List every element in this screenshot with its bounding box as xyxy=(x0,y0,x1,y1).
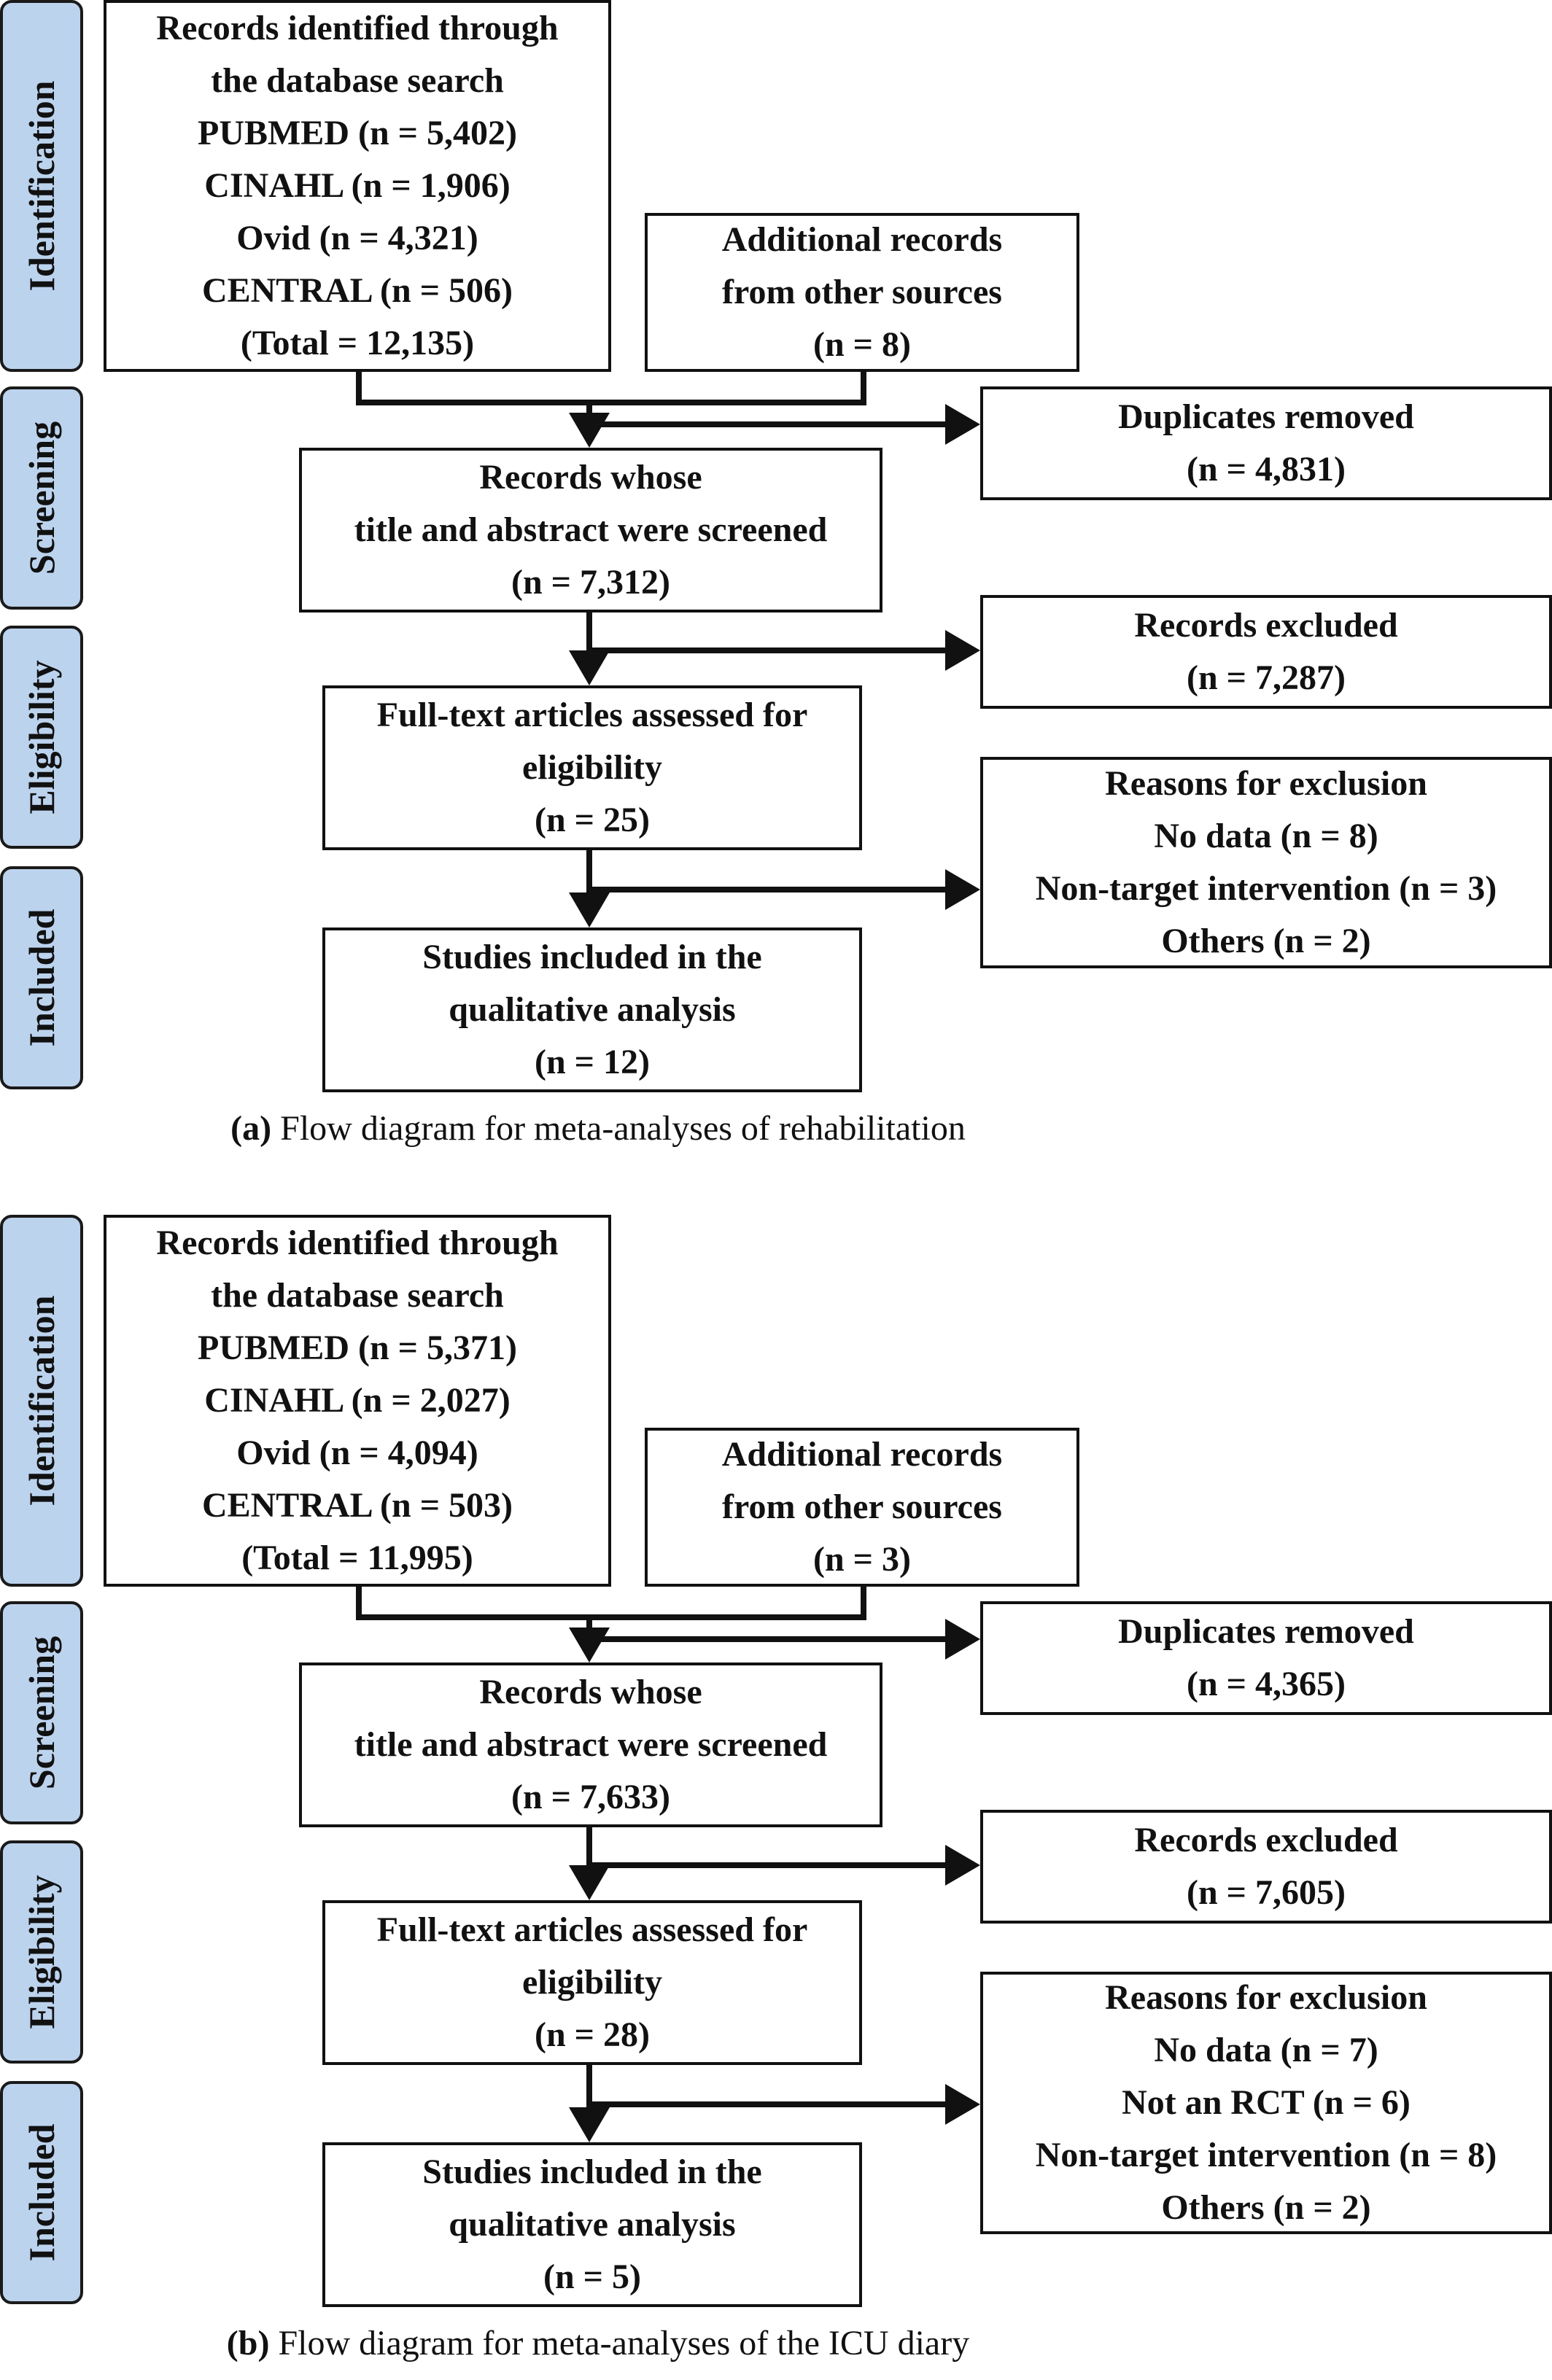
screened-line: title and abstract were screened xyxy=(354,510,828,549)
fulltext-line: eligibility xyxy=(522,748,662,787)
reasons-line: Reasons for exclusion xyxy=(1105,1978,1427,2017)
excluded-box: Records excluded (n = 7,287) xyxy=(980,595,1552,709)
stage-included: Included xyxy=(0,866,83,1089)
fulltext-box: Full-text articles assessed for eligibili… xyxy=(322,1900,862,2065)
screened-box: Records whose title and abstract were scr… xyxy=(299,1662,882,1827)
database-line: (Total = 12,135) xyxy=(240,324,475,362)
reasons-line: Others (n = 2) xyxy=(1161,2188,1371,2227)
included-box: Studies included in the qualitative analy… xyxy=(322,928,862,1092)
reasons-line: Others (n = 2) xyxy=(1161,922,1371,960)
included-box: Studies included in the qualitative analy… xyxy=(322,2142,862,2307)
duplicates-line: (n = 4,831) xyxy=(1186,450,1346,489)
stage-screening: Screening xyxy=(0,1601,83,1824)
additional-line: from other sources xyxy=(722,1488,1002,1526)
database-line: CINAHL (n = 1,906) xyxy=(204,166,511,205)
reasons-line: Non-target intervention (n = 3) xyxy=(1035,869,1497,908)
fulltext-box: Full-text articles assessed for eligibili… xyxy=(322,685,862,850)
fulltext-line: Full-text articles assessed for xyxy=(376,1910,808,1949)
reasons-line: No data (n = 8) xyxy=(1154,817,1378,855)
database-line: PUBMED (n = 5,402) xyxy=(198,114,517,152)
connector-arrows xyxy=(356,372,980,928)
database-line: Ovid (n = 4,321) xyxy=(236,219,478,257)
duplicates-box: Duplicates removed (n = 4,831) xyxy=(980,386,1552,500)
screened-line: (n = 7,633) xyxy=(511,1778,670,1816)
reasons-box: Reasons for exclusion No data (n = 8) Non-… xyxy=(980,757,1552,968)
additional-line: (n = 3) xyxy=(812,1540,911,1579)
stage-eligibility: Eligibility xyxy=(0,626,83,849)
included-line: (n = 5) xyxy=(543,2258,641,2296)
reasons-line: Non-target intervention (n = 8) xyxy=(1035,2136,1497,2174)
duplicates-line: (n = 4,365) xyxy=(1186,1665,1346,1703)
reasons-line: No data (n = 7) xyxy=(1154,2031,1378,2069)
stage-identification: Identification xyxy=(0,1215,83,1587)
excluded-box: Records excluded (n = 7,605) xyxy=(980,1810,1552,1924)
stage-screening: Screening xyxy=(0,386,83,610)
database-line: (Total = 11,995) xyxy=(241,1539,473,1577)
additional-line: Additional records xyxy=(721,220,1003,259)
included-line: Studies included in the xyxy=(422,938,762,976)
database-line: the database search xyxy=(211,1276,504,1315)
database-box: Records identified through the database s… xyxy=(104,1215,611,1587)
screened-line: Records whose xyxy=(479,458,702,497)
fulltext-line: (n = 28) xyxy=(534,2015,650,2054)
database-line: CENTRAL (n = 503) xyxy=(201,1486,513,1525)
database-line: the database search xyxy=(211,61,504,100)
additional-line: (n = 8) xyxy=(812,325,911,364)
database-line: PUBMED (n = 5,371) xyxy=(198,1329,517,1367)
caption-label: (a) xyxy=(230,1109,272,1148)
merge-connector xyxy=(356,1587,866,1620)
reasons-line: Not an RCT (n = 6) xyxy=(1122,2083,1411,2122)
database-line: Records identified through xyxy=(156,1224,559,1262)
reasons-line: Reasons for exclusion xyxy=(1105,764,1427,803)
stage-included: Included xyxy=(0,2081,83,2304)
caption-text: Flow diagram for meta-analyses of rehabi… xyxy=(271,1109,966,1148)
database-line: CENTRAL (n = 506) xyxy=(201,271,513,310)
screened-line: Records whose xyxy=(479,1673,702,1711)
figure-caption: (b) Flow diagram for meta-analyses of th… xyxy=(0,2323,1196,2363)
merge-connector xyxy=(356,372,866,405)
included-line: qualitative analysis xyxy=(449,990,736,1029)
fulltext-line: eligibility xyxy=(522,1963,662,2002)
stage-identification: Identification xyxy=(0,0,83,372)
connector-arrows xyxy=(356,1587,980,2142)
additional-line: Additional records xyxy=(721,1435,1003,1474)
screened-line: title and abstract were screened xyxy=(354,1725,828,1764)
duplicates-line: Duplicates removed xyxy=(1118,397,1414,436)
stage-eligibility: Eligibility xyxy=(0,1840,83,2064)
screened-box: Records whose title and abstract were scr… xyxy=(299,448,882,612)
fulltext-line: Full-text articles assessed for xyxy=(376,696,808,734)
fulltext-line: (n = 25) xyxy=(534,801,650,839)
additional-line: from other sources xyxy=(722,273,1002,311)
database-line: Records identified through xyxy=(156,9,559,47)
caption-text: Flow diagram for meta-analyses of the IC… xyxy=(269,2324,970,2362)
excluded-line: (n = 7,287) xyxy=(1186,658,1346,697)
additional-box: Additional records from other sources (n =… xyxy=(645,1428,1079,1587)
screened-line: (n = 7,312) xyxy=(511,563,670,602)
excluded-line: Records excluded xyxy=(1134,1821,1398,1859)
reasons-box: Reasons for exclusion No data (n = 7) Not … xyxy=(980,1972,1552,2234)
database-line: Ovid (n = 4,094) xyxy=(236,1434,478,1472)
included-line: (n = 12) xyxy=(534,1043,650,1081)
duplicates-line: Duplicates removed xyxy=(1118,1612,1414,1651)
included-line: qualitative analysis xyxy=(449,2205,736,2244)
caption-label: (b) xyxy=(226,2324,270,2362)
included-line: Studies included in the xyxy=(422,2152,762,2191)
figure-caption: (a) Flow diagram for meta-analyses of re… xyxy=(0,1108,1196,1148)
database-line: CINAHL (n = 2,027) xyxy=(204,1381,511,1420)
database-box: Records identified through the database s… xyxy=(104,0,611,372)
duplicates-box: Duplicates removed (n = 4,365) xyxy=(980,1601,1552,1715)
excluded-line: Records excluded xyxy=(1134,606,1398,645)
excluded-line: (n = 7,605) xyxy=(1186,1873,1346,1912)
additional-box: Additional records from other sources (n =… xyxy=(645,213,1079,372)
